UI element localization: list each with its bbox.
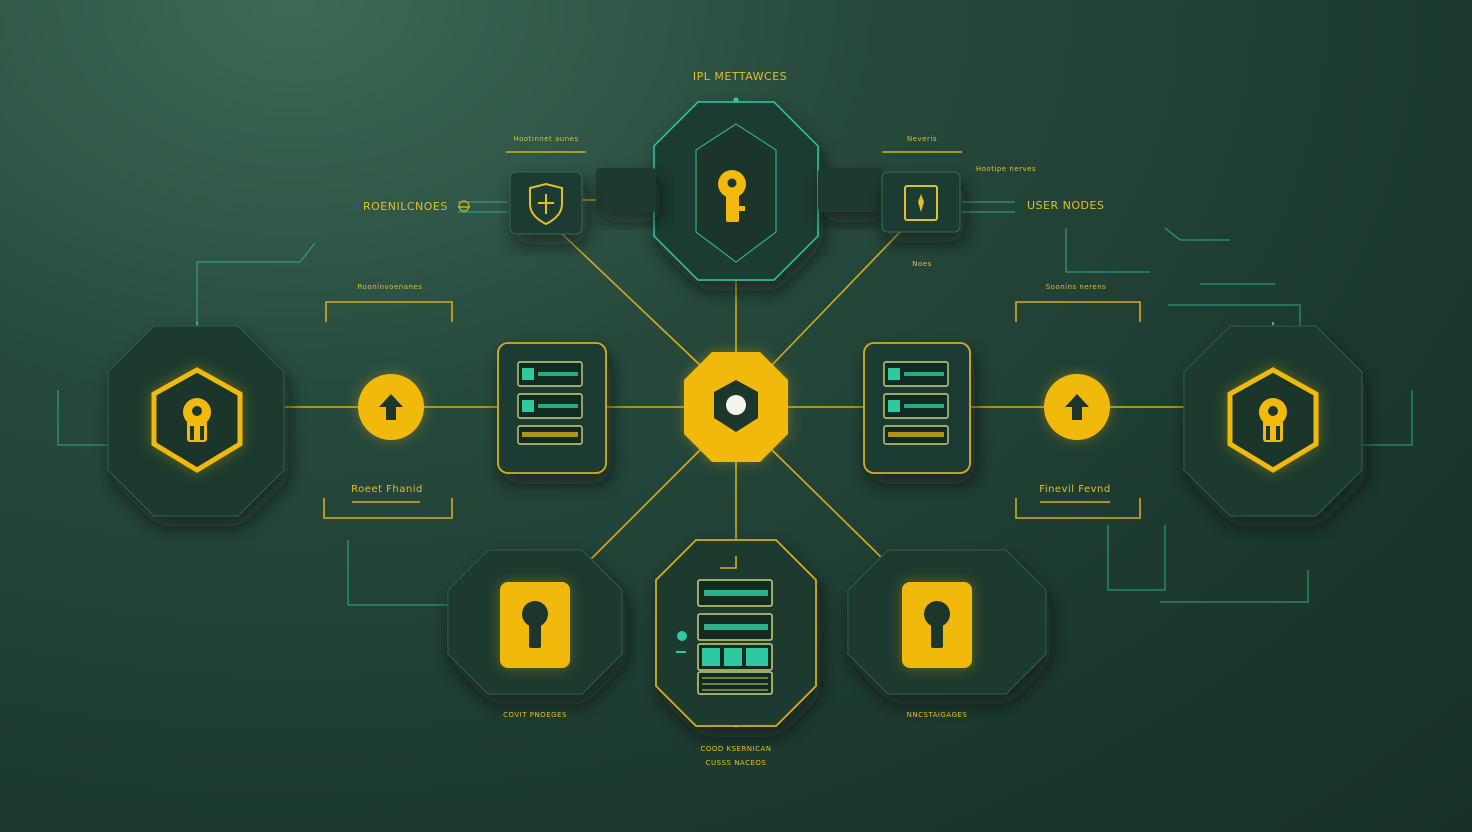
top-right-caption-2: Hootipe nerves [975, 165, 1037, 173]
left-side-label: ROENILCNOES [363, 200, 448, 213]
bottom-right-label: NNCSTAIGAGES [906, 711, 968, 719]
right-bracket-bottom-label: Finevil Fevnd [1039, 484, 1111, 495]
top-title: IPL METTAWCES [692, 70, 788, 83]
top-right-caption: Neveris [907, 135, 937, 143]
upload-arrow-icon [379, 394, 403, 420]
bottom-center-label-1: COOD KSERNICAN [700, 745, 772, 753]
top-left-caption: Hootinnet aunes [513, 135, 579, 143]
padlock-icon-right [902, 582, 972, 668]
document-icon [904, 185, 938, 221]
server-rack-icon-bottom [697, 579, 773, 695]
under-right-box-label: Noes [912, 260, 932, 268]
left-server-box[interactable] [497, 342, 607, 474]
padlock-icon [500, 582, 570, 668]
shield-icon [529, 182, 563, 226]
left-bracket-top-label: Rooninvoenanes [357, 283, 423, 291]
upload-arrow-icon-right [1065, 394, 1089, 420]
top-left-connector [596, 168, 656, 212]
right-server-box[interactable] [863, 342, 971, 474]
bottom-left-label: COVIT PNOEGES [503, 711, 567, 719]
keyhole-icon-right [1259, 398, 1287, 442]
keyhole-icon [183, 398, 211, 442]
circuit-traces [57, 201, 1413, 606]
right-side-label: USER NODES [1027, 199, 1105, 212]
top-right-connector [818, 168, 882, 212]
bottom-center-label-2: CUSSS NACEOS [705, 759, 767, 767]
right-bracket-top-label: Soonins nerens [1045, 283, 1107, 291]
left-bracket-bottom-label: Roeet Fhanid [351, 484, 423, 495]
